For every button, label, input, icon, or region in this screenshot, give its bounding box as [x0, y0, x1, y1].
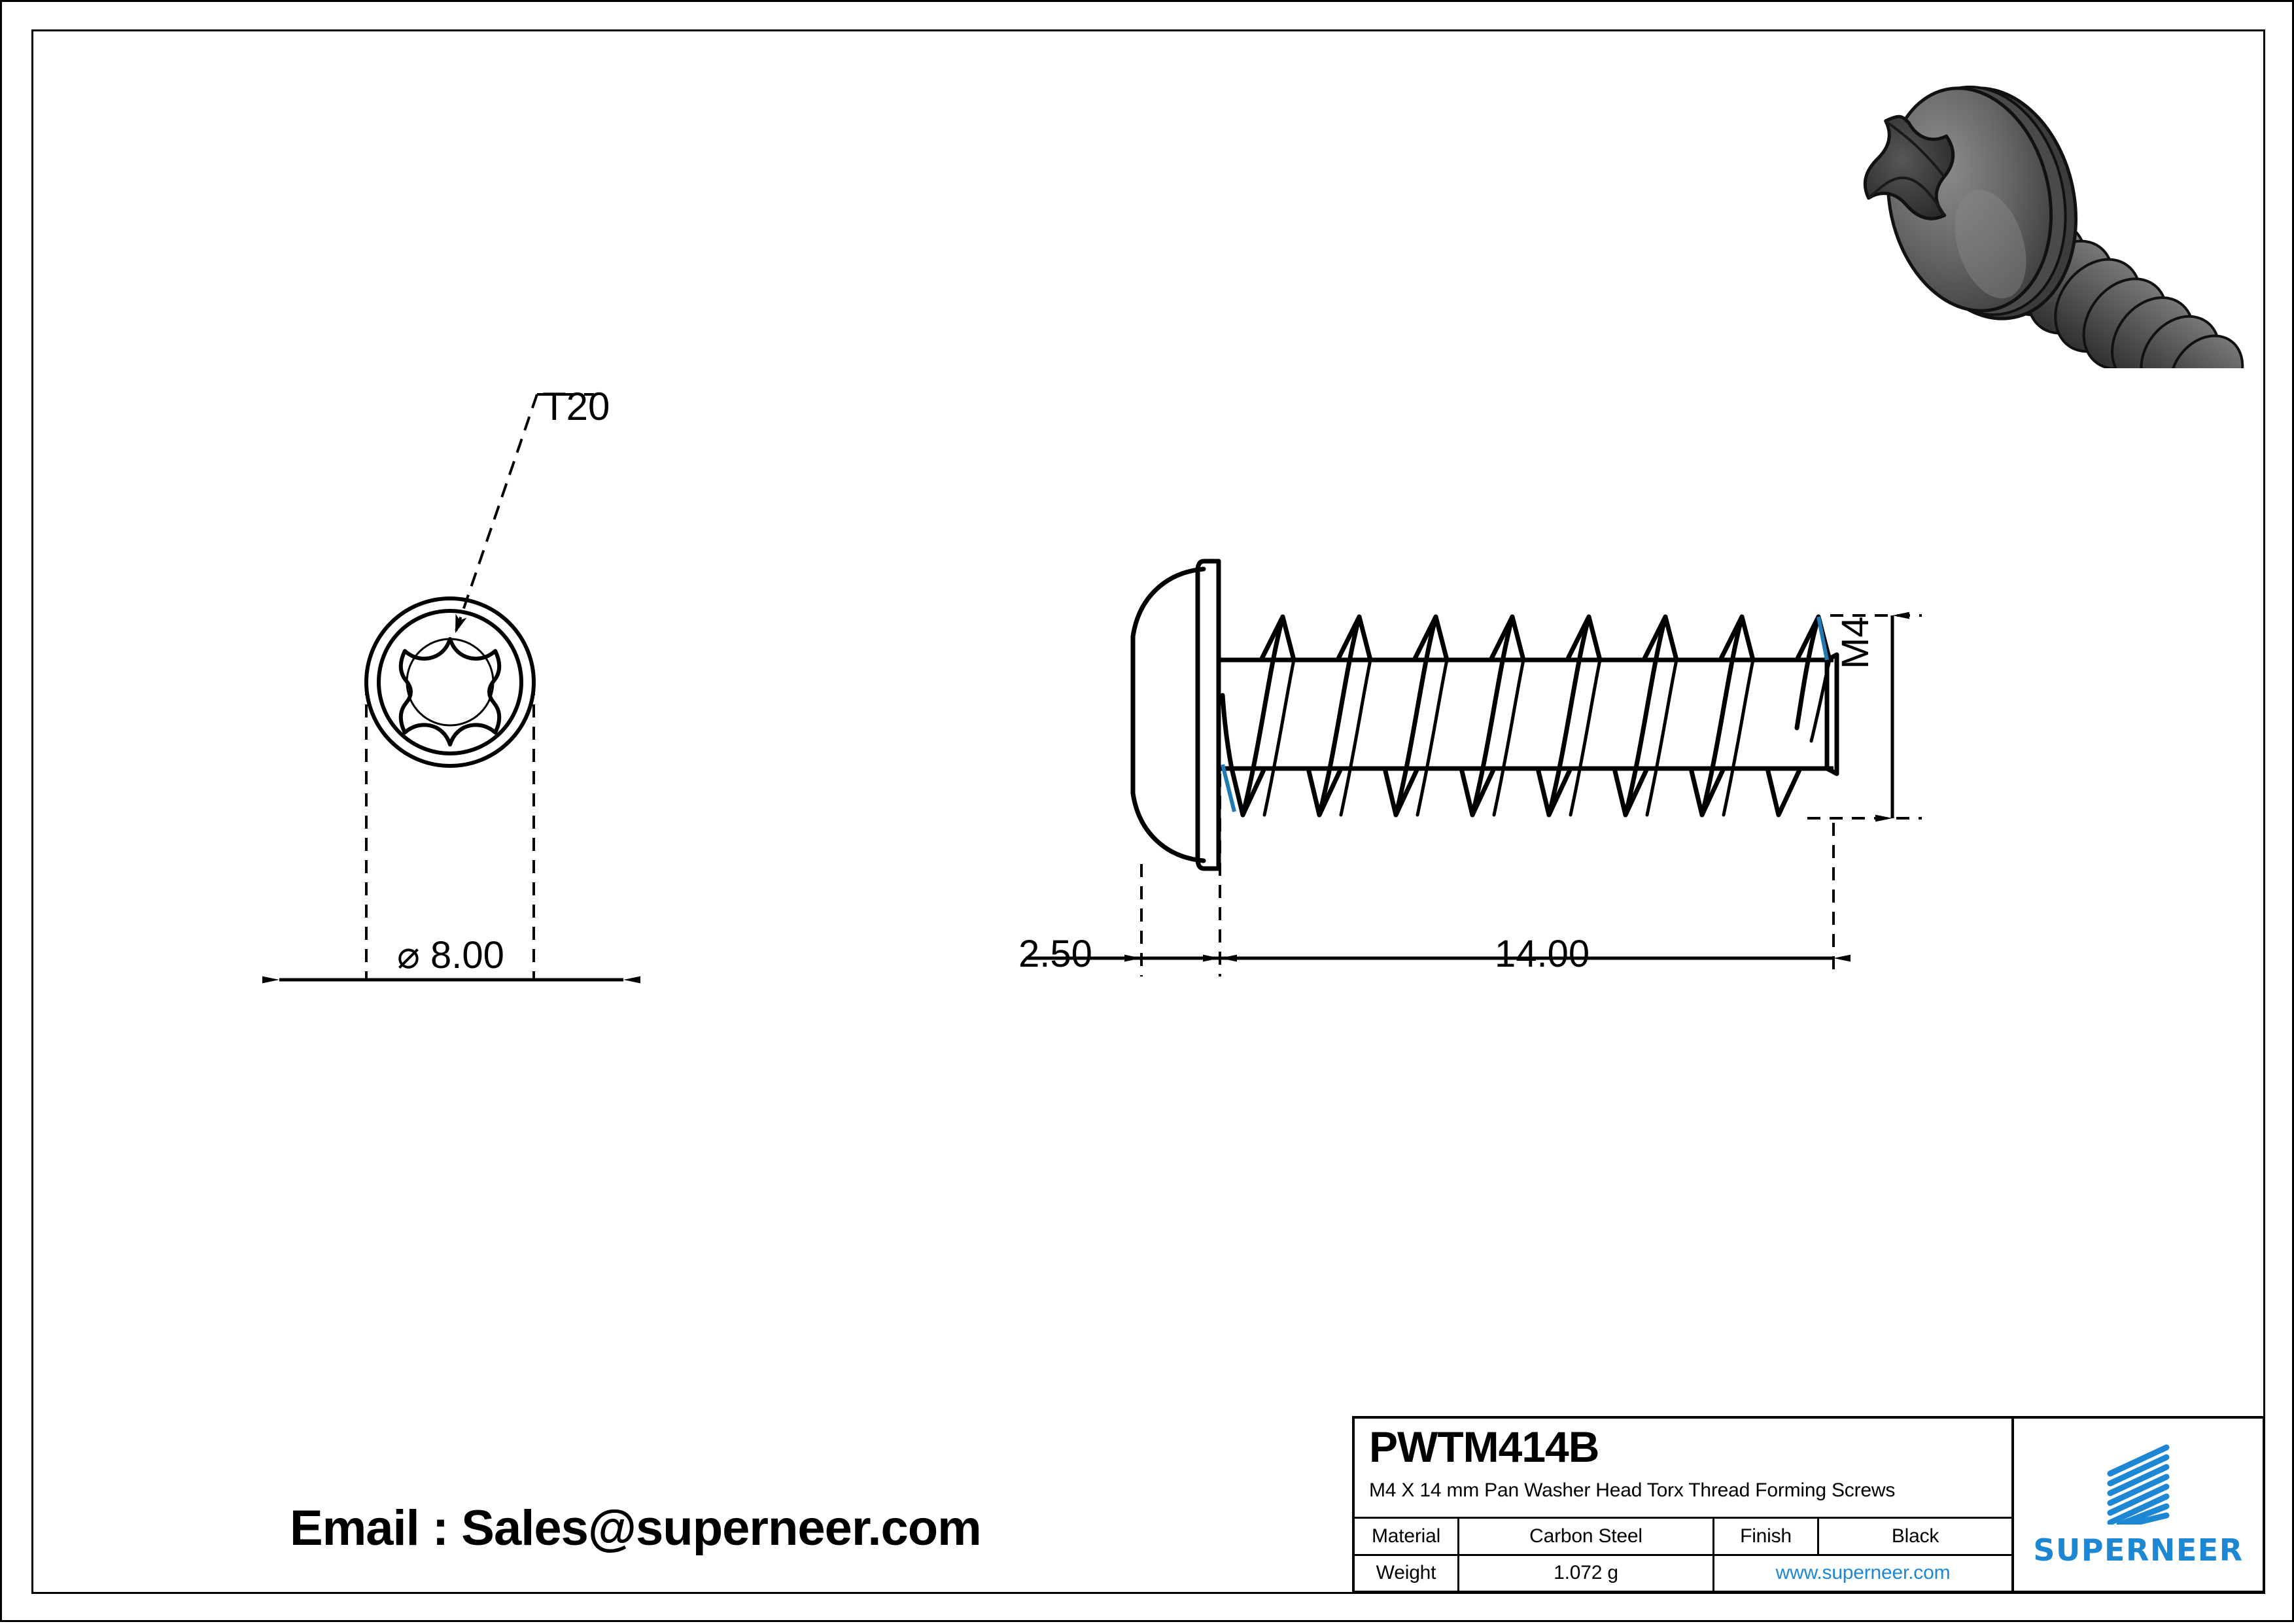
weight-label: Weight [1355, 1555, 1459, 1591]
part-number: PWTM414B [1369, 1423, 1599, 1471]
length-dimension: 14.00 [1495, 933, 1590, 975]
head-thickness-dimension: 2.50 [1018, 933, 1092, 975]
material-value: Carbon Steel [1459, 1519, 1714, 1554]
title-block-info: PWTM414B M4 X 14 mm Pan Washer Head Torx… [1355, 1419, 2014, 1591]
website-link[interactable]: www.superneer.com [1775, 1562, 1951, 1584]
company-logo: SUPERNEER [2014, 1419, 2263, 1591]
contact-email-text: Email : Sales@superneer.com [290, 1500, 982, 1556]
title-block: PWTM414B M4 X 14 mm Pan Washer Head Torx… [1352, 1416, 2265, 1593]
company-name: SUPERNEER [2033, 1532, 2244, 1568]
thread-size-dimension: M4 [1834, 616, 1877, 669]
finish-label: Finish [1714, 1519, 1819, 1554]
table-row: Weight 1.072 g www.superneer.com [1355, 1555, 2011, 1591]
finish-value: Black [1891, 1525, 1939, 1547]
superneer-logo-icon [2107, 1444, 2170, 1525]
weight-value: 1.072 g [1459, 1555, 1714, 1591]
screw-head-3d [1863, 85, 2078, 320]
diameter-dimension: ⌀ 8.00 [397, 934, 504, 976]
t20-callout-label: T20 [542, 385, 610, 428]
part-description: M4 X 14 mm Pan Washer Head Torx Thread F… [1369, 1479, 1896, 1501]
title-block-header: PWTM414B M4 X 14 mm Pan Washer Head Torx… [1355, 1419, 2011, 1519]
screw-3d-render [1863, 85, 2244, 368]
drawing-border [31, 29, 2265, 1594]
material-label: Material [1355, 1519, 1459, 1554]
table-row: Material Carbon Steel Finish Black [1355, 1519, 2011, 1556]
spec-table: Material Carbon Steel Finish Black Weigh… [1355, 1519, 2011, 1591]
